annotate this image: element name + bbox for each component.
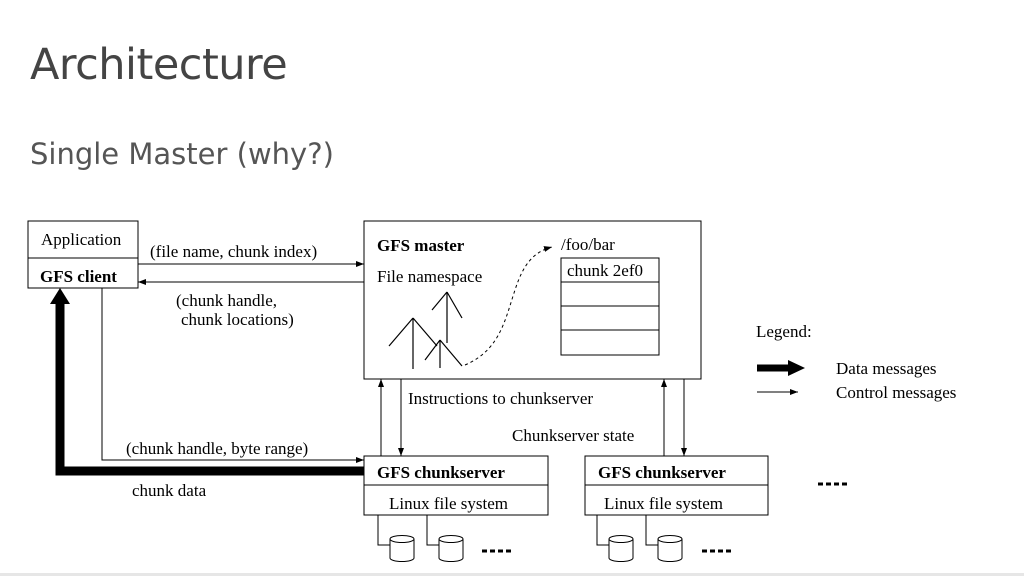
data-request-arrow [101, 288, 364, 463]
bottom-rule [0, 573, 1024, 576]
data-request-label: (chunk handle, byte range) [126, 439, 308, 458]
reply-label-line2: chunk locations) [181, 310, 294, 329]
instructions-label: Instructions to chunkserver [408, 389, 593, 408]
request-label: (file name, chunk index) [150, 242, 317, 261]
chunkserver-box-2: GFS chunkserver Linux file system [584, 455, 769, 516]
chunkserver2-fs-label: Linux file system [604, 494, 723, 513]
slide-subtitle: Single Master (why?) [30, 137, 334, 171]
client-label: GFS client [40, 267, 117, 286]
namespace-label: File namespace [377, 267, 482, 286]
master-label: GFS master [377, 236, 465, 255]
chunkserver2-label: GFS chunkserver [598, 463, 726, 482]
slide-title: Architecture [30, 40, 288, 90]
legend: Legend: Data messages Control messages [756, 322, 956, 402]
chunkserver-box-1: GFS chunkserver Linux file system [363, 455, 549, 516]
legend-control-label: Control messages [836, 383, 956, 402]
master-box: GFS master File namespace /foo/bar chunk… [363, 220, 702, 380]
chunk-data-arrow [50, 288, 364, 476]
legend-data-arrow-icon [757, 360, 805, 376]
legend-data-label: Data messages [836, 359, 937, 378]
chunk-data-label: chunk data [132, 481, 207, 500]
state-label: Chunkserver state [512, 426, 634, 445]
client-box: Application GFS client [27, 220, 139, 289]
chunkserver1-fs-label: Linux file system [389, 494, 508, 513]
namespace-tree-icon [388, 291, 463, 369]
chunk-label: chunk 2ef0 [567, 261, 643, 280]
path-label: /foo/bar [561, 235, 615, 254]
legend-title: Legend: [756, 322, 812, 341]
application-label: Application [41, 230, 122, 249]
chunkserver1-label: GFS chunkserver [377, 463, 505, 482]
chunk-table: chunk 2ef0 [560, 257, 660, 356]
namespace-link-curve [464, 246, 553, 366]
disk-icons-2 [596, 515, 732, 562]
reply-label-line1: (chunk handle, [176, 291, 277, 310]
disk-icons-1 [377, 515, 512, 562]
